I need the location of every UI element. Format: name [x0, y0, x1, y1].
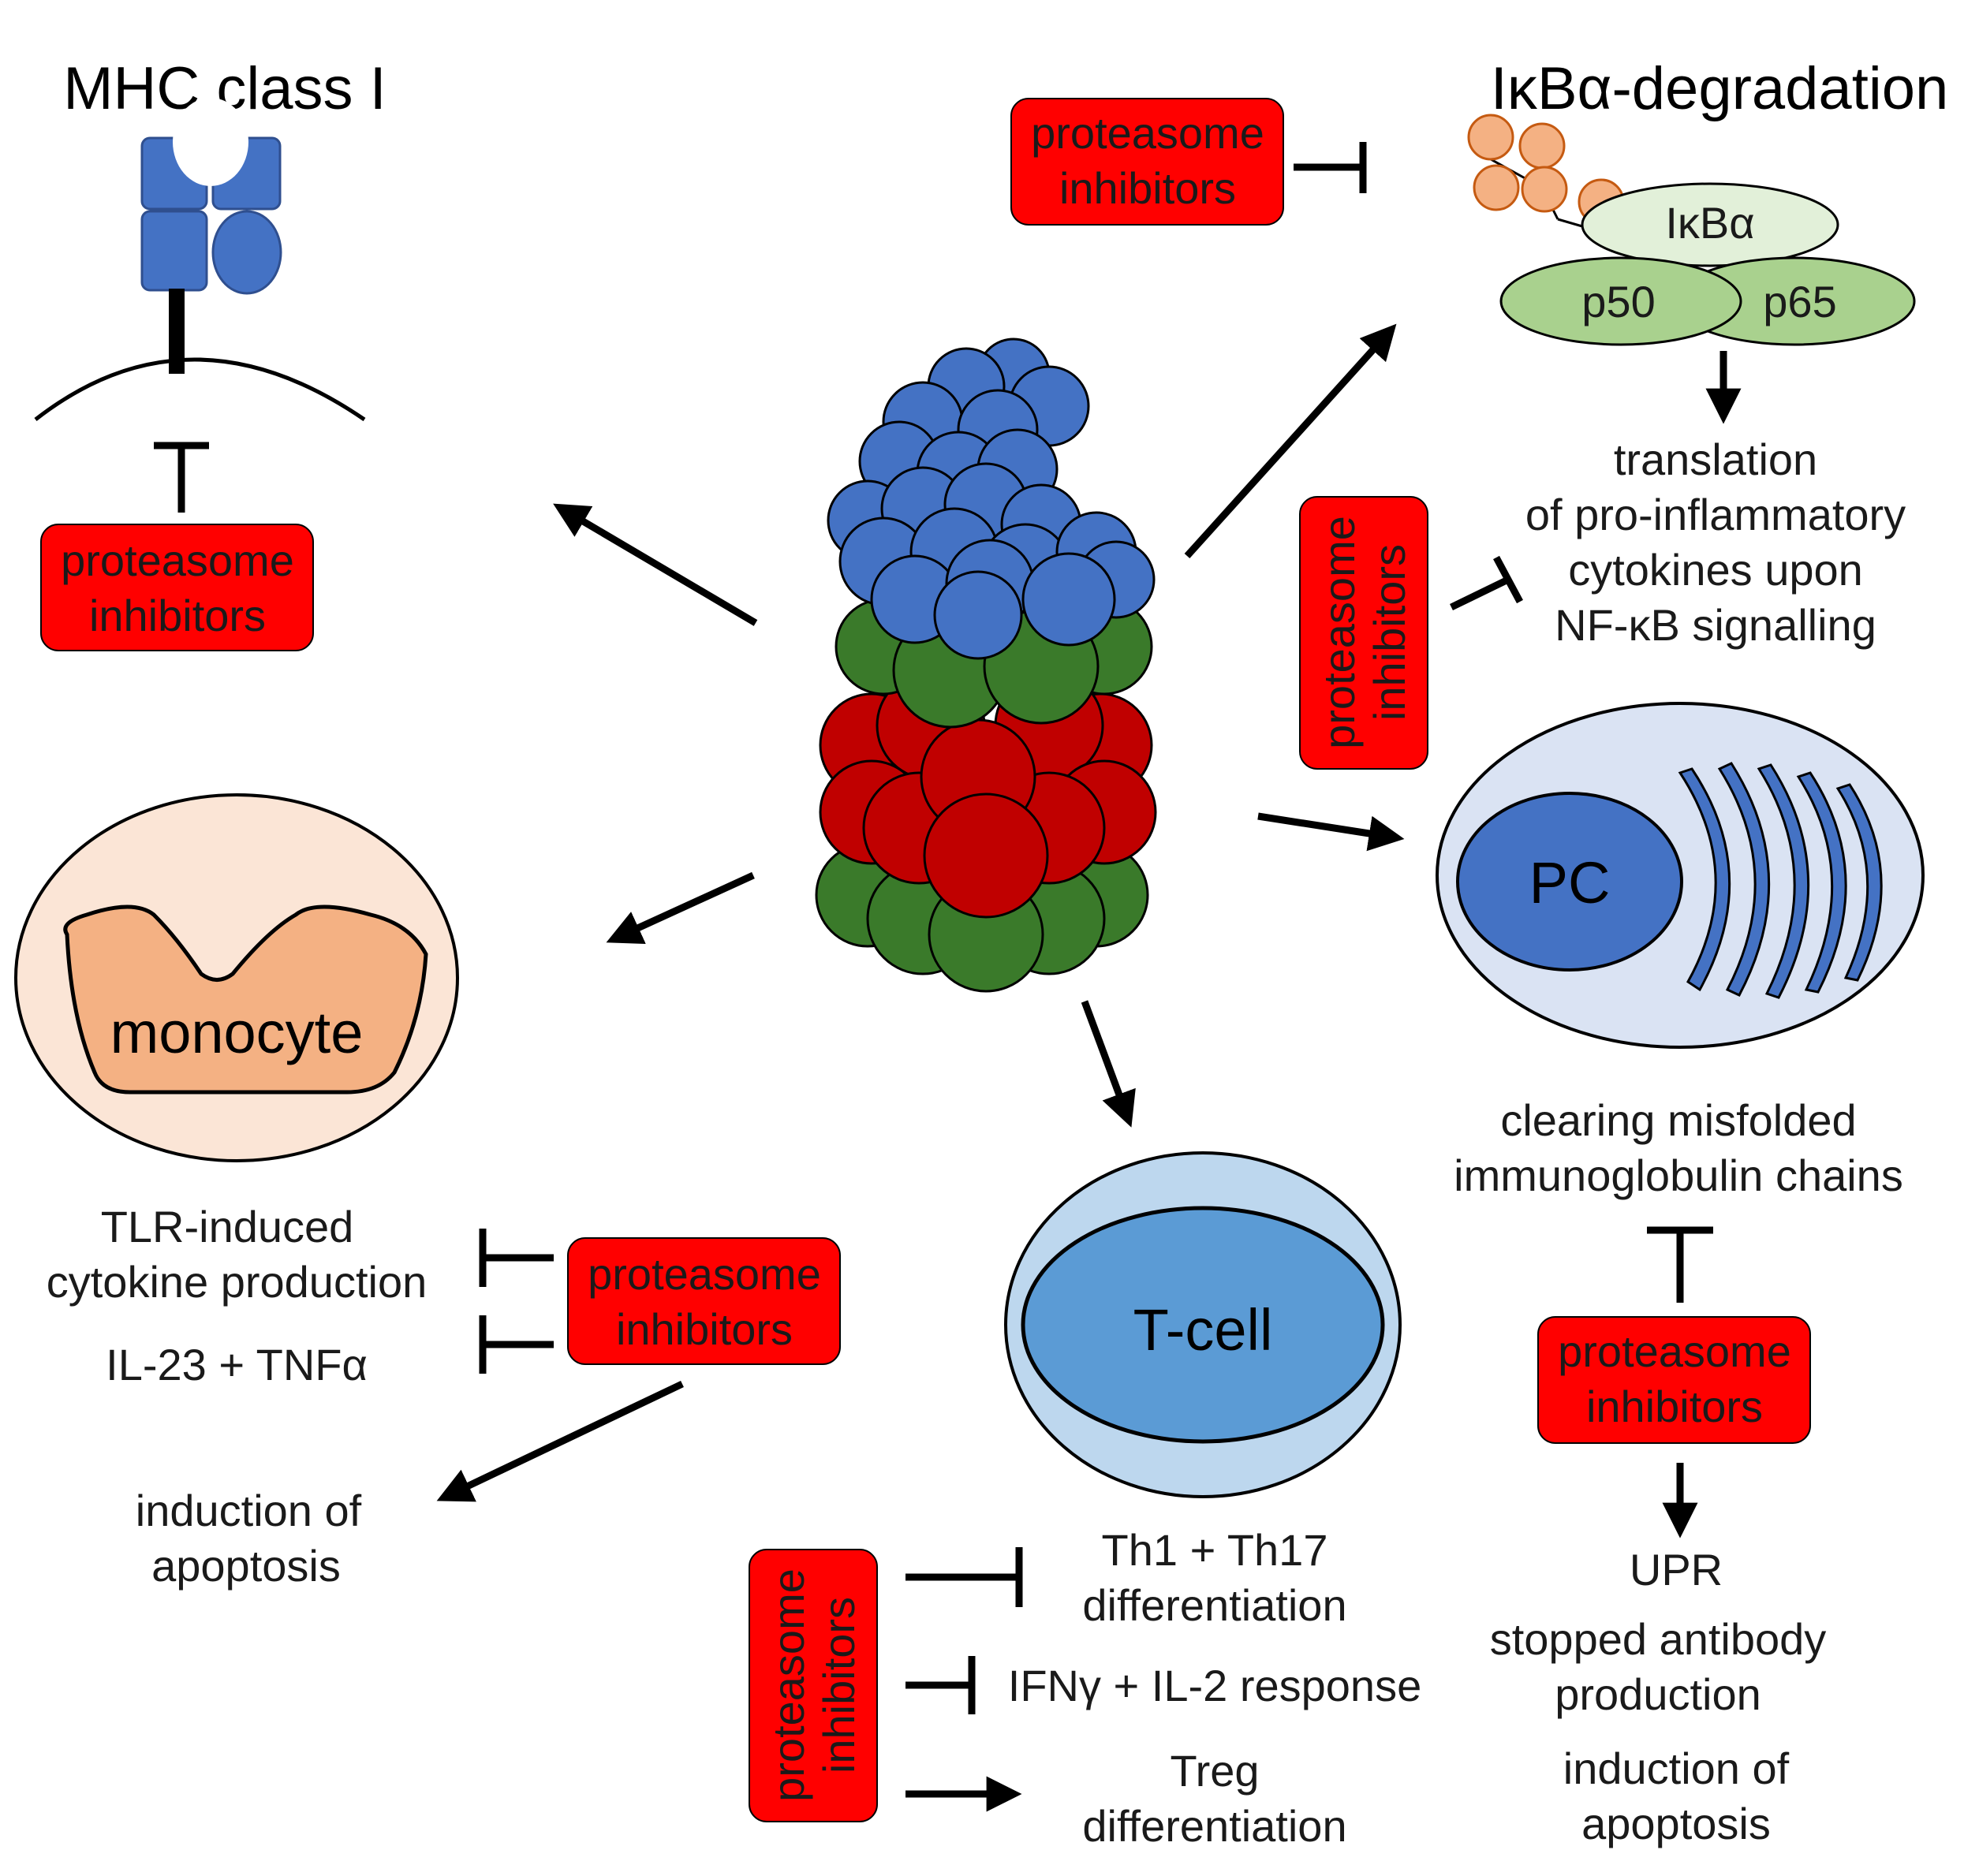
plasma-cell-group: PC clearing misfolded immunoglobulin cha… — [1436, 702, 1925, 1848]
nfkb-translation-inhibition-bar — [1450, 555, 1523, 611]
arrow-to-plasma-cell — [1257, 812, 1405, 852]
svg-text:translation: translation — [1614, 435, 1817, 484]
svg-text:cytokine production: cytokine production — [47, 1257, 428, 1307]
mhc-class-i-group: MHC class I — [34, 55, 386, 513]
ikba-label: IκBα — [1665, 198, 1754, 248]
mhc-molecule — [140, 98, 282, 374]
monocyte-group: monocyte TLR-induced cytokine production… — [14, 793, 684, 1591]
ikba-inhibition-bar — [1294, 142, 1367, 193]
arrow-to-ikba — [1184, 323, 1397, 559]
plasma-cell-outcome: clearing misfolded immunoglobulin chains — [1454, 1095, 1903, 1200]
arrow-to-monocyte-apoptosis — [436, 1380, 684, 1502]
svg-text:induction of: induction of — [1563, 1744, 1790, 1793]
arrow-to-mhc — [553, 503, 758, 626]
svg-text:proteasome: proteasome — [764, 1568, 813, 1802]
arrow-to-monocyte — [606, 871, 755, 944]
ikba-degradation-title: IκBα-degradation — [1491, 55, 1949, 122]
inhibitor-box-mhc: proteasome inhibitors — [40, 524, 314, 651]
monocyte-nucleus — [63, 904, 428, 1095]
ikba-group: IκBα-degradation IκBα p50 p65 translatio… — [1294, 55, 1948, 650]
inhibitor-box-ikba: proteasome inhibitors — [1010, 98, 1284, 226]
tcell-group: T-cell Th1 + Th17 differentiation IFNγ +… — [905, 1151, 1421, 1851]
cell-membrane — [34, 357, 366, 422]
svg-text:induction of: induction of — [136, 1486, 362, 1535]
p50-subunit — [1499, 256, 1742, 346]
svg-text:stopped antibody: stopped antibody — [1490, 1614, 1827, 1664]
monocyte-effects: TLR-induced cytokine production IL-23 + … — [47, 1202, 428, 1389]
svg-text:inhibitors: inhibitors — [1586, 1382, 1763, 1431]
tcell-inhibition-bars — [905, 1547, 1023, 1714]
plasma-cell-nucleus — [1456, 792, 1683, 972]
svg-text:TLR-induced: TLR-induced — [101, 1202, 354, 1251]
p50-label: p50 — [1581, 277, 1655, 326]
svg-text:production: production — [1555, 1669, 1761, 1719]
monocyte-apoptosis-text: induction of apoptosis — [136, 1486, 362, 1591]
svg-text:IL-23 + TNFα: IL-23 + TNFα — [106, 1340, 368, 1389]
p65-label: p65 — [1763, 277, 1836, 326]
svg-text:Th1 + Th17: Th1 + Th17 — [1102, 1525, 1328, 1575]
ikba-protein — [1581, 182, 1839, 267]
svg-text:proteasome: proteasome — [588, 1249, 821, 1299]
proteasome-19s-cap — [827, 338, 1156, 660]
tcell-label: T-cell — [1133, 1297, 1273, 1363]
svg-text:inhibitors: inhibitors — [89, 591, 266, 640]
plasma-cell-label: PC — [1529, 850, 1611, 916]
svg-text:inhibitors: inhibitors — [616, 1304, 793, 1354]
svg-text:apoptosis: apoptosis — [1581, 1799, 1771, 1848]
proteasome-arrows — [553, 323, 1405, 1128]
svg-text:cytokines upon: cytokines upon — [1568, 545, 1863, 595]
svg-text:inhibitors: inhibitors — [1059, 163, 1236, 213]
plasma-cell-inhibition-bar — [1647, 1226, 1713, 1303]
mhc-inhibition-bar — [154, 442, 209, 513]
svg-text:IFNγ + IL-2 response: IFNγ + IL-2 response — [1008, 1661, 1421, 1710]
svg-text:apoptosis: apoptosis — [151, 1541, 341, 1591]
monocyte-label: monocyte — [110, 1000, 364, 1065]
svg-text:proteasome: proteasome — [61, 535, 294, 585]
svg-text:clearing misfolded: clearing misfolded — [1500, 1095, 1856, 1145]
tcell-effects: Th1 + Th17 differentiation IFNγ + IL-2 r… — [1008, 1525, 1421, 1851]
inhibitor-box-monocyte: proteasome inhibitors — [567, 1237, 841, 1365]
nfkb-outcome-text: translation of pro-inflammatory cytokine… — [1525, 435, 1906, 650]
inhibitor-box-nfkb: proteasome inhibitors — [1299, 496, 1428, 770]
endoplasmic-reticulum — [1678, 762, 1883, 999]
inhibitor-box-plasma-cell: proteasome inhibitors — [1537, 1316, 1811, 1444]
svg-text:UPR: UPR — [1630, 1545, 1723, 1594]
svg-text:NF-κB signalling: NF-κB signalling — [1555, 600, 1876, 650]
svg-text:proteasome: proteasome — [1314, 516, 1364, 749]
inhibitor-box-tcell: proteasome inhibitors — [749, 1549, 878, 1822]
svg-text:proteasome: proteasome — [1031, 108, 1264, 158]
svg-text:inhibitors: inhibitors — [814, 1597, 864, 1773]
plasma-cell-downstream: UPR stopped antibody production inductio… — [1490, 1545, 1827, 1848]
svg-text:differentiation: differentiation — [1082, 1580, 1346, 1630]
svg-text:Treg: Treg — [1170, 1746, 1259, 1796]
proteasome — [815, 338, 1157, 993]
svg-text:inhibitors: inhibitors — [1365, 544, 1414, 721]
svg-text:immunoglobulin chains: immunoglobulin chains — [1454, 1151, 1903, 1200]
ubiquitin-chain — [1467, 114, 1661, 238]
svg-text:proteasome: proteasome — [1558, 1326, 1791, 1376]
svg-text:of pro-inflammatory: of pro-inflammatory — [1525, 490, 1906, 539]
arrow-to-tcell — [1081, 1000, 1136, 1128]
tcell-nucleus — [1021, 1206, 1385, 1444]
monocyte-inhibition-bars — [479, 1229, 554, 1374]
proteasome-beta-rings — [819, 670, 1157, 919]
svg-text:differentiation: differentiation — [1082, 1801, 1346, 1851]
